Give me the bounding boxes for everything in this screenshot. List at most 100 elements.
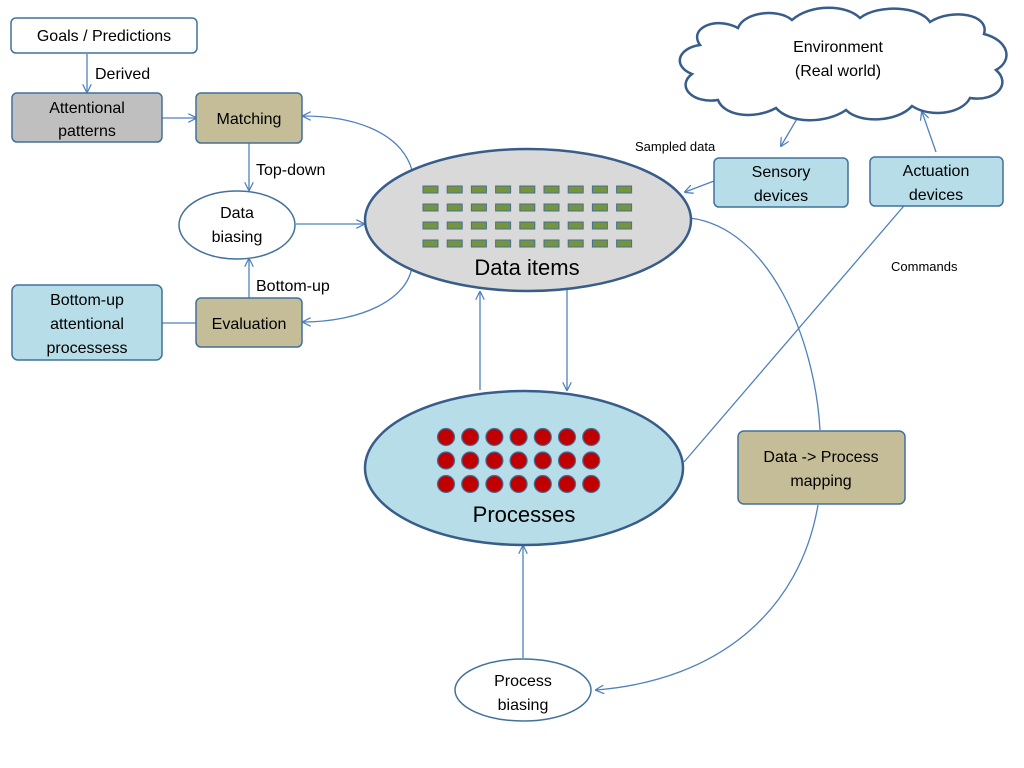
node-processes: Processes [363, 389, 685, 547]
node-data-items-label: Data items [474, 255, 579, 280]
data-item [616, 239, 633, 248]
label-sampled-data: Sampled data [635, 139, 716, 154]
process-dot [557, 474, 577, 494]
node-data-biasing: Data biasing [178, 190, 296, 260]
node-goals-predictions: Goals / Predictions [10, 17, 198, 54]
data-item [519, 221, 536, 230]
node-evaluation: Evaluation [195, 297, 303, 348]
edge-mapping-to-process-biasing [596, 504, 819, 690]
node-matching-label: Matching [217, 111, 282, 128]
node-actuation-line1: Actuation [903, 163, 970, 180]
label-commands: Commands [891, 259, 958, 274]
node-actuation-devices: Actuation devices [869, 156, 1004, 207]
node-sensory-line2: devices [754, 188, 808, 205]
process-dot [485, 474, 504, 494]
process-dot [557, 451, 577, 470]
process-dot [485, 451, 504, 470]
node-evaluation-label: Evaluation [212, 316, 287, 333]
data-item [616, 185, 633, 194]
data-item [567, 203, 584, 212]
process-dot [509, 474, 528, 494]
data-item-grid [422, 185, 633, 248]
process-dot [582, 451, 601, 470]
edge-processes-to-actuation [683, 186, 921, 463]
node-sensory-devices: Sensory devices [713, 157, 849, 208]
node-sensory-line1: Sensory [752, 164, 811, 181]
data-item [616, 203, 633, 212]
process-dot [485, 427, 504, 447]
data-item [446, 221, 463, 230]
node-data-process-mapping: Data -> Process mapping [737, 430, 906, 505]
node-bottom-up-line3: processess [47, 340, 128, 357]
node-actuation-line2: devices [909, 187, 963, 204]
node-attentional-patterns-line1: Attentional [49, 100, 125, 117]
data-item [422, 239, 439, 248]
node-attentional-patterns: Attentional patterns [11, 92, 163, 143]
node-process-biasing: Process biasing [454, 658, 592, 722]
process-dot [461, 451, 480, 470]
node-process-biasing-line2: biasing [498, 697, 549, 714]
data-item [543, 239, 560, 248]
data-item [519, 239, 536, 248]
data-item [422, 221, 439, 230]
process-dot [461, 427, 480, 447]
process-dot [509, 451, 528, 470]
process-dot [436, 474, 456, 494]
label-top-down: Top-down [256, 162, 325, 179]
label-derived: Derived [95, 66, 150, 83]
process-dot-grid [436, 427, 601, 494]
data-item [591, 239, 608, 248]
edge-data-items-to-mapping [689, 217, 821, 431]
edge-sensory-to-data-items [685, 180, 715, 192]
node-matching: Matching [195, 92, 303, 144]
node-mapping-line1: Data -> Process [763, 449, 878, 466]
data-item [495, 239, 512, 248]
data-item [495, 203, 512, 212]
node-data-biasing-line2: biasing [212, 229, 263, 246]
data-item [519, 185, 536, 194]
data-item [567, 221, 584, 230]
data-item [519, 203, 536, 212]
process-dot [436, 427, 456, 447]
node-process-biasing-line1: Process [494, 673, 552, 690]
node-attentional-patterns-line2: patterns [58, 123, 116, 140]
node-bottom-up-processes: Bottom-up attentional processess [11, 284, 163, 361]
node-environment: Environment (Real world) [678, 6, 1008, 122]
node-environment-line2: (Real world) [795, 63, 881, 80]
data-item [567, 239, 584, 248]
data-item [495, 185, 512, 194]
data-item [470, 203, 487, 212]
data-item [422, 203, 439, 212]
edge-actuation-to-environment [922, 112, 937, 153]
data-item [543, 185, 560, 194]
environment-cloud-shape [678, 6, 1008, 122]
data-item [616, 221, 633, 230]
process-dot [436, 451, 456, 470]
data-item [470, 185, 487, 194]
edge-data-items-to-evaluation [303, 265, 413, 322]
process-dot [582, 474, 601, 494]
data-item [446, 185, 463, 194]
node-data-biasing-line1: Data [220, 205, 254, 222]
process-dot [533, 451, 552, 470]
node-environment-line1: Environment [793, 39, 883, 56]
node-bottom-up-line1: Bottom-up [50, 292, 124, 309]
node-data-items: Data items [363, 147, 693, 293]
data-item [591, 203, 608, 212]
process-dot [533, 474, 552, 494]
data-item [591, 221, 608, 230]
node-mapping-line2: mapping [790, 473, 851, 490]
data-item [446, 239, 463, 248]
process-dot [461, 474, 480, 494]
process-dot [509, 427, 528, 447]
data-item [543, 221, 560, 230]
label-bottom-up: Bottom-up [256, 278, 330, 295]
process-dot [533, 427, 552, 447]
node-processes-label: Processes [473, 502, 576, 527]
data-item [422, 185, 439, 194]
data-item [543, 203, 560, 212]
data-item [446, 203, 463, 212]
data-item [470, 239, 487, 248]
data-item [495, 221, 512, 230]
